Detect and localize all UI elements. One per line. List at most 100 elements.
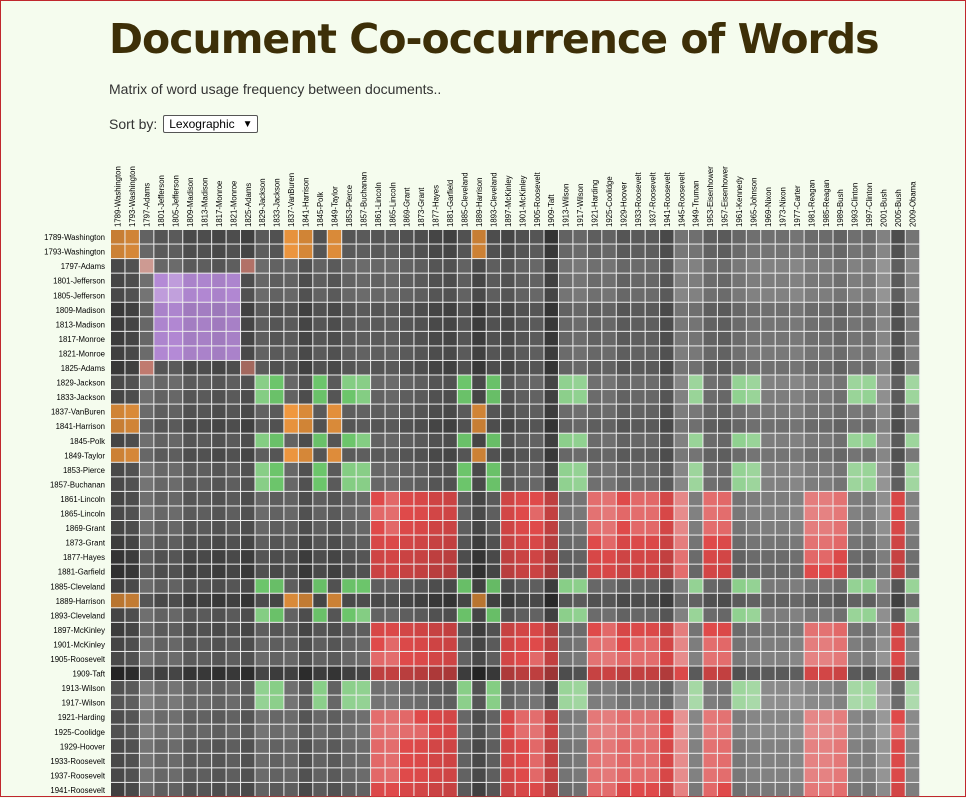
matrix-cell[interactable]: [212, 695, 226, 710]
matrix-cell[interactable]: [356, 710, 371, 724]
matrix-cell[interactable]: [761, 273, 775, 288]
matrix-cell[interactable]: [905, 535, 920, 550]
matrix-cell[interactable]: [804, 593, 819, 608]
matrix-cell[interactable]: [530, 579, 544, 593]
matrix-cell[interactable]: [269, 535, 284, 550]
matrix-cell[interactable]: [255, 753, 269, 768]
matrix-cell[interactable]: [501, 739, 515, 753]
matrix-cell[interactable]: [443, 739, 457, 753]
matrix-cell[interactable]: [660, 579, 674, 593]
matrix-cell[interactable]: [486, 491, 501, 506]
matrix-cell[interactable]: [241, 491, 255, 506]
matrix-cell[interactable]: [241, 739, 255, 753]
matrix-cell[interactable]: [183, 782, 197, 797]
matrix-cell[interactable]: [761, 390, 775, 404]
matrix-cell[interactable]: [111, 404, 125, 419]
matrix-cell[interactable]: [645, 419, 660, 433]
matrix-cell[interactable]: [168, 681, 183, 695]
matrix-cell[interactable]: [819, 593, 833, 608]
matrix-cell[interactable]: [400, 273, 414, 288]
matrix-cell[interactable]: [183, 666, 197, 681]
matrix-cell[interactable]: [327, 331, 342, 346]
matrix-cell[interactable]: [298, 651, 313, 666]
matrix-cell[interactable]: [371, 331, 385, 346]
matrix-cell[interactable]: [168, 622, 183, 637]
matrix-cell[interactable]: [197, 768, 212, 782]
matrix-cell[interactable]: [905, 448, 920, 462]
matrix-cell[interactable]: [717, 506, 732, 520]
matrix-cell[interactable]: [674, 521, 688, 535]
matrix-cell[interactable]: [819, 739, 833, 753]
matrix-cell[interactable]: [833, 681, 847, 695]
matrix-cell[interactable]: [645, 433, 660, 448]
matrix-cell[interactable]: [790, 419, 804, 433]
matrix-cell[interactable]: [414, 491, 428, 506]
matrix-cell[interactable]: [241, 273, 255, 288]
matrix-cell[interactable]: [385, 782, 399, 797]
matrix-cell[interactable]: [530, 462, 544, 477]
matrix-cell[interactable]: [414, 608, 428, 622]
matrix-cell[interactable]: [298, 710, 313, 724]
matrix-cell[interactable]: [573, 521, 587, 535]
matrix-cell[interactable]: [905, 462, 920, 477]
matrix-cell[interactable]: [905, 753, 920, 768]
matrix-cell[interactable]: [573, 651, 587, 666]
matrix-cell[interactable]: [168, 448, 183, 462]
matrix-cell[interactable]: [660, 637, 674, 651]
matrix-cell[interactable]: [790, 346, 804, 360]
matrix-cell[interactable]: [717, 477, 732, 491]
matrix-cell[interactable]: [371, 739, 385, 753]
matrix-cell[interactable]: [125, 535, 139, 550]
matrix-cell[interactable]: [486, 477, 501, 491]
matrix-cell[interactable]: [530, 782, 544, 797]
matrix-cell[interactable]: [284, 259, 298, 273]
matrix-cell[interactable]: [804, 259, 819, 273]
matrix-cell[interactable]: [515, 433, 530, 448]
matrix-cell[interactable]: [746, 782, 761, 797]
matrix-cell[interactable]: [515, 331, 530, 346]
matrix-cell[interactable]: [327, 259, 342, 273]
matrix-cell[interactable]: [356, 317, 371, 331]
matrix-cell[interactable]: [197, 288, 212, 302]
matrix-cell[interactable]: [111, 244, 125, 259]
matrix-cell[interactable]: [674, 404, 688, 419]
matrix-cell[interactable]: [269, 681, 284, 695]
matrix-cell[interactable]: [558, 331, 573, 346]
matrix-cell[interactable]: [876, 360, 891, 375]
matrix-cell[interactable]: [703, 302, 717, 317]
matrix-cell[interactable]: [804, 273, 819, 288]
matrix-cell[interactable]: [689, 710, 703, 724]
matrix-cell[interactable]: [183, 550, 197, 564]
matrix-cell[interactable]: [284, 244, 298, 259]
matrix-cell[interactable]: [356, 608, 371, 622]
matrix-cell[interactable]: [530, 288, 544, 302]
matrix-cell[interactable]: [689, 259, 703, 273]
matrix-cell[interactable]: [703, 390, 717, 404]
matrix-cell[interactable]: [790, 593, 804, 608]
matrix-cell[interactable]: [385, 462, 399, 477]
matrix-cell[interactable]: [876, 739, 891, 753]
matrix-cell[interactable]: [226, 288, 241, 302]
matrix-cell[interactable]: [125, 666, 139, 681]
matrix-cell[interactable]: [660, 651, 674, 666]
matrix-cell[interactable]: [342, 753, 356, 768]
matrix-cell[interactable]: [226, 535, 241, 550]
matrix-cell[interactable]: [168, 273, 183, 288]
matrix-cell[interactable]: [443, 637, 457, 651]
matrix-cell[interactable]: [139, 346, 154, 360]
matrix-cell[interactable]: [645, 477, 660, 491]
matrix-cell[interactable]: [139, 550, 154, 564]
matrix-cell[interactable]: [746, 710, 761, 724]
matrix-cell[interactable]: [876, 768, 891, 782]
matrix-cell[interactable]: [385, 564, 399, 579]
matrix-cell[interactable]: [183, 521, 197, 535]
matrix-cell[interactable]: [790, 360, 804, 375]
matrix-cell[interactable]: [255, 637, 269, 651]
matrix-cell[interactable]: [125, 753, 139, 768]
matrix-cell[interactable]: [255, 506, 269, 520]
matrix-cell[interactable]: [342, 288, 356, 302]
matrix-cell[interactable]: [775, 302, 790, 317]
matrix-cell[interactable]: [385, 433, 399, 448]
matrix-cell[interactable]: [183, 724, 197, 739]
matrix-cell[interactable]: [183, 535, 197, 550]
